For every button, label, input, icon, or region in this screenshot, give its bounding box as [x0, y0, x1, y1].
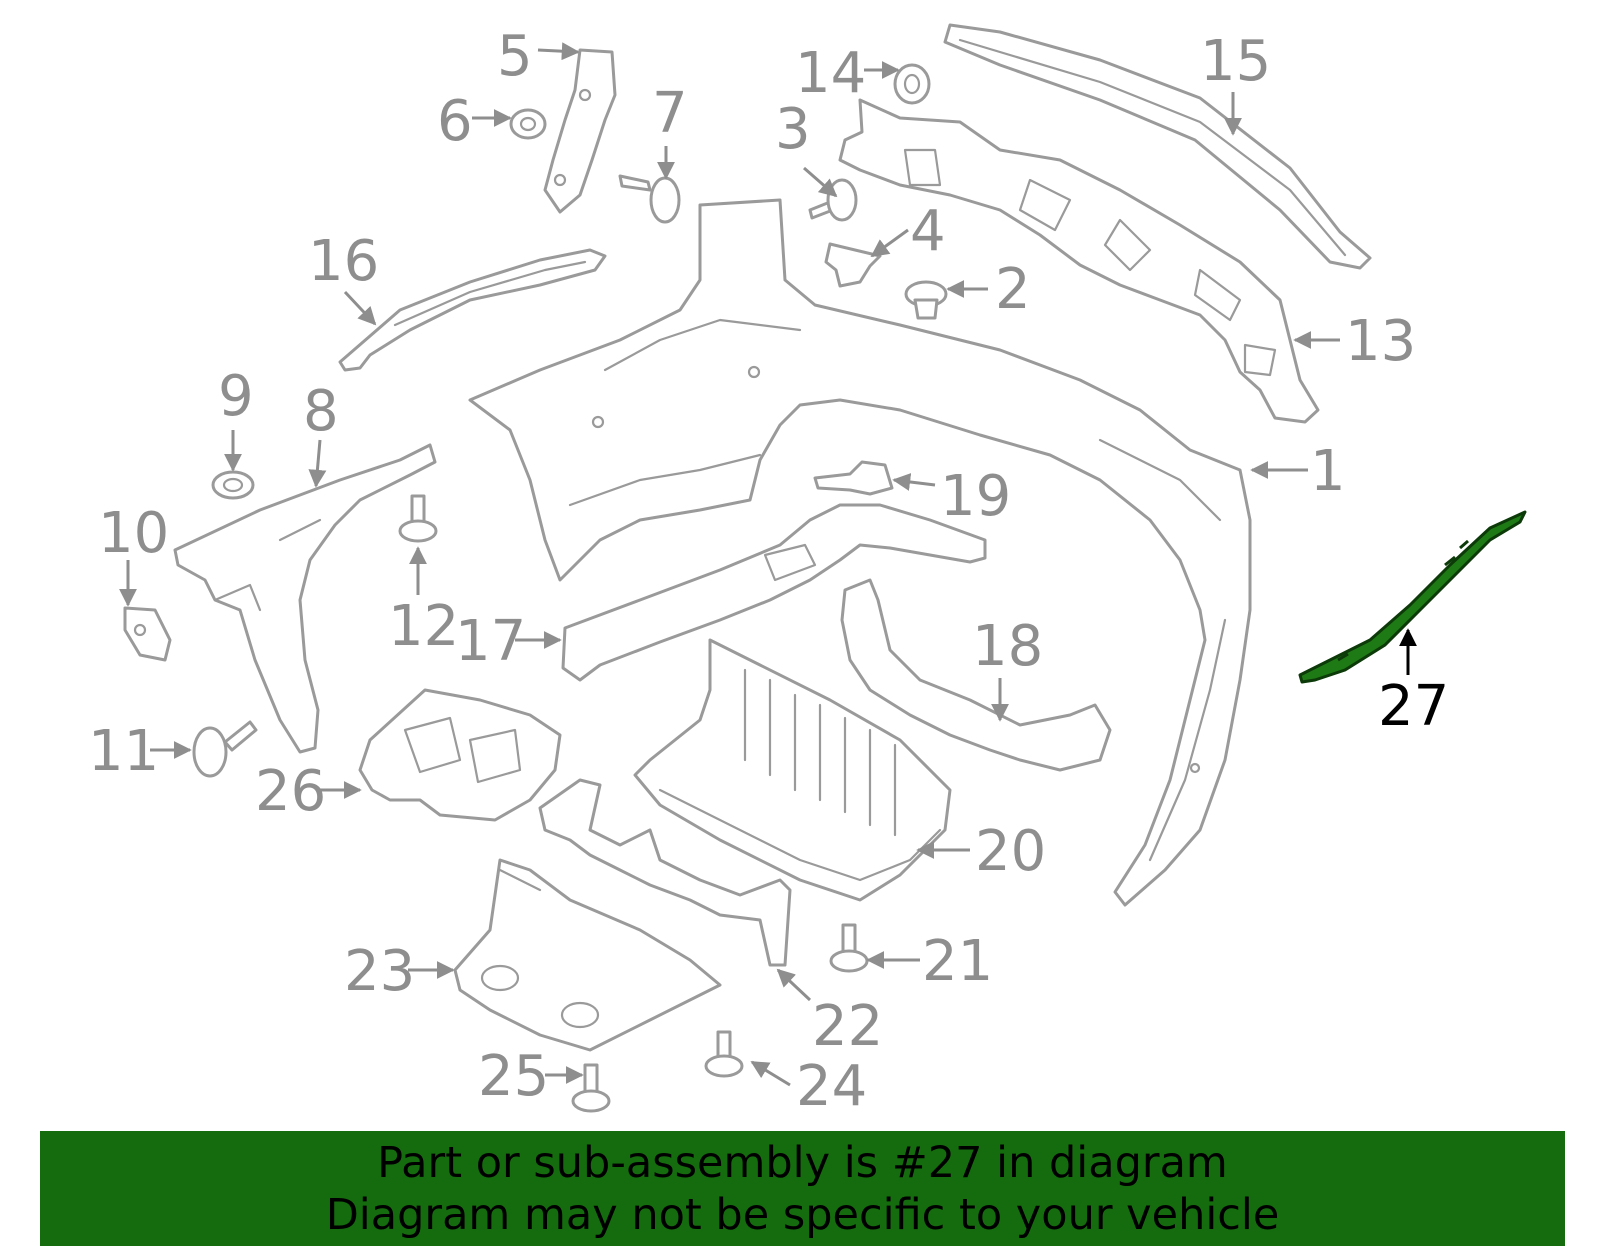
- callout-8: 8: [303, 379, 339, 444]
- callout-20: 20: [975, 819, 1046, 884]
- callout-1: 1: [1310, 439, 1346, 504]
- part-13-energy-absorber: [838, 98, 1320, 424]
- callout-19: 19: [940, 464, 1011, 529]
- part-19-sensor-bracket: [813, 460, 894, 496]
- part-11-bolt: [192, 720, 258, 778]
- part-24-pin: [704, 1030, 744, 1078]
- callout-12: 12: [388, 594, 459, 659]
- callout-9: 9: [218, 364, 254, 429]
- callout-21: 21: [922, 929, 993, 994]
- callout-16: 16: [308, 229, 379, 294]
- part-1-bumper-cover: [468, 198, 1252, 907]
- part-25-pin: [571, 1063, 611, 1113]
- callout-24: 24: [796, 1054, 867, 1119]
- callout-3: 3: [775, 97, 811, 162]
- callout-23: 23: [344, 939, 415, 1004]
- callout-14: 14: [795, 41, 866, 106]
- part-20-grille: [633, 638, 952, 902]
- part-26-mounting-bracket: [358, 688, 562, 822]
- part-23-skid-plate: [453, 858, 722, 1052]
- part-14-grommet: [893, 63, 931, 105]
- part-12-pin: [398, 494, 438, 543]
- part-10-nut-clip: [123, 606, 172, 662]
- part-5-side-bracket: [543, 48, 617, 214]
- part-18-lower-bracket: [840, 578, 1112, 772]
- callout-11: 11: [88, 719, 159, 784]
- part-27-trim-strip[interactable]: [1298, 510, 1527, 684]
- callout-26: 26: [255, 759, 326, 824]
- part-17-lower-support: [561, 503, 987, 682]
- callout-18: 18: [972, 614, 1043, 679]
- callout-2: 2: [995, 257, 1031, 322]
- callout-27: 27: [1378, 674, 1449, 739]
- part-8-side-bracket: [173, 443, 437, 754]
- part-9-grommet: [211, 470, 255, 500]
- callout-13: 13: [1345, 309, 1416, 374]
- part-3-screw: [808, 178, 858, 222]
- callout-25: 25: [478, 1044, 549, 1109]
- callout-labels: 1 2 3 4 5 6 7 8 9 10 11 12 13 14 15 16 1…: [88, 24, 1449, 1119]
- part-21-pin: [829, 923, 869, 973]
- callout-17: 17: [455, 609, 526, 674]
- callout-4: 4: [910, 199, 946, 264]
- part-15-reinforcement-bar: [943, 23, 1372, 270]
- callout-7: 7: [652, 81, 688, 146]
- part-4-clip: [824, 242, 882, 288]
- callout-22: 22: [812, 994, 883, 1059]
- callout-6: 6: [437, 89, 473, 154]
- callout-10: 10: [98, 501, 169, 566]
- banner-line-2: Diagram may not be specific to your vehi…: [325, 1189, 1280, 1240]
- leader-lines: [119, 42, 1417, 1087]
- part-16-trim-bracket: [338, 248, 607, 372]
- part-7-push-pin: [618, 174, 681, 224]
- banner-line-1: Part or sub-assembly is #27 in diagram: [377, 1137, 1228, 1188]
- part-2-rivet: [904, 280, 948, 320]
- callout-5: 5: [497, 24, 533, 89]
- part-6-grommet: [509, 108, 547, 140]
- info-banner: Part or sub-assembly is #27 in diagram D…: [40, 1131, 1565, 1246]
- part-22-lower-bracket: [538, 778, 792, 967]
- callout-15: 15: [1200, 29, 1271, 94]
